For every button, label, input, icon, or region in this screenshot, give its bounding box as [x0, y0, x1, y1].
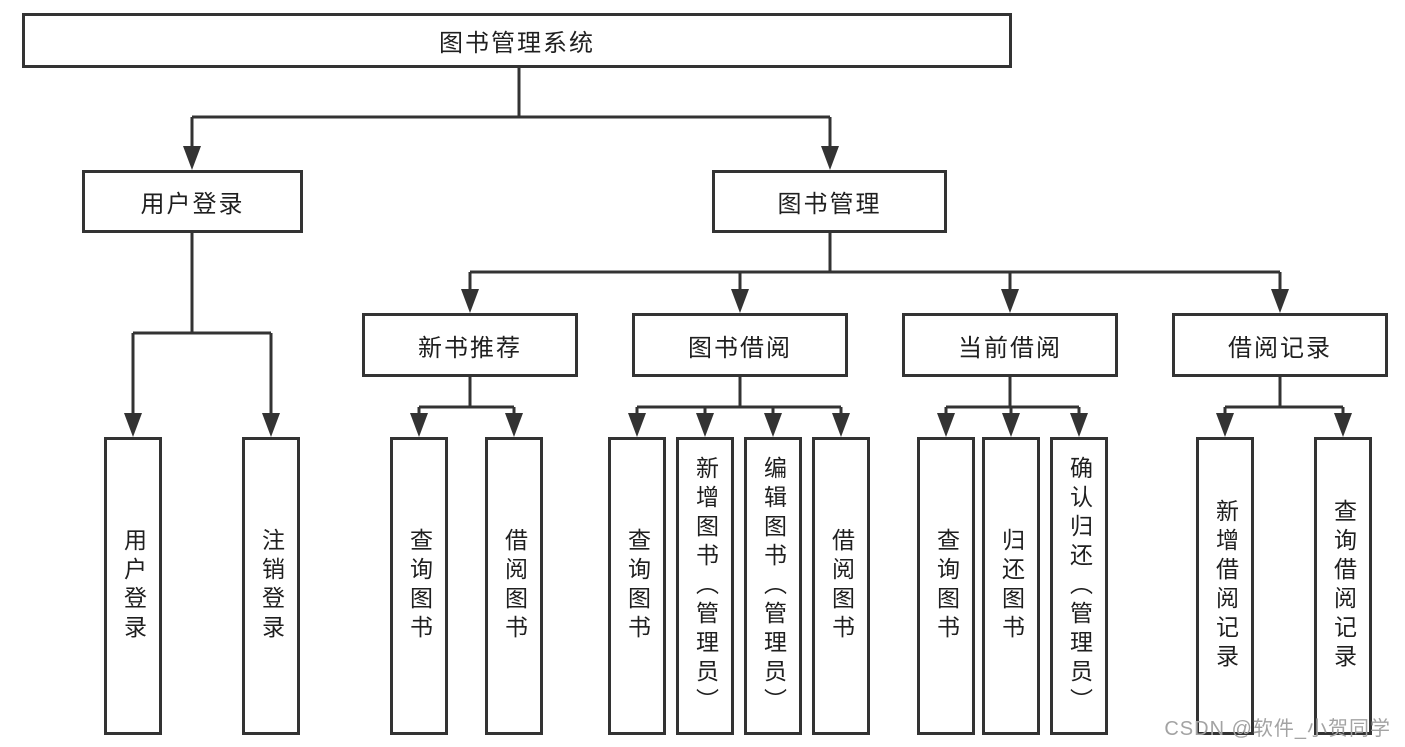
node-borrow-records: 借阅记录	[1172, 313, 1388, 377]
leaf-query-books-borrow: 查询图书	[608, 437, 666, 735]
node-user-login: 用户登录	[82, 170, 303, 233]
arrowhead	[183, 146, 201, 170]
node-book-management: 图书管理	[712, 170, 947, 233]
arrowhead	[821, 146, 839, 170]
arrowhead	[1271, 289, 1289, 313]
leaf-logout: 注销登录	[242, 437, 300, 735]
leaf-query-borrow-record: 查询借阅记录	[1314, 437, 1372, 735]
leaf-add-books-admin: 新增图书（管理员）	[676, 437, 734, 735]
arrowhead	[628, 413, 646, 437]
leaf-user-login: 用户登录	[104, 437, 162, 735]
node-current-borrow: 当前借阅	[902, 313, 1118, 377]
arrowhead	[937, 413, 955, 437]
csdn-watermark: CSDN @软件_小贺同学	[1164, 718, 1391, 740]
arrowhead	[505, 413, 523, 437]
arrowhead	[764, 413, 782, 437]
arrowhead	[1001, 289, 1019, 313]
node-new-book-recommend: 新书推荐	[362, 313, 578, 377]
leaf-query-books-current: 查询图书	[917, 437, 975, 735]
node-book-borrow: 图书借阅	[632, 313, 848, 377]
arrowhead	[1002, 413, 1020, 437]
arrowhead	[124, 413, 142, 437]
arrowhead	[262, 413, 280, 437]
node-system-root: 图书管理系统	[22, 13, 1012, 68]
arrowhead	[731, 289, 749, 313]
leaf-confirm-return-admin: 确认归还（管理员）	[1050, 437, 1108, 735]
arrowhead	[696, 413, 714, 437]
arrowhead	[1070, 413, 1088, 437]
leaf-add-borrow-record: 新增借阅记录	[1196, 437, 1254, 735]
arrowhead	[1334, 413, 1352, 437]
arrowhead	[461, 289, 479, 313]
leaf-return-books: 归还图书	[982, 437, 1040, 735]
leaf-borrow-books: 借阅图书	[812, 437, 870, 735]
leaf-edit-books-admin: 编辑图书（管理员）	[744, 437, 802, 735]
arrowhead	[832, 413, 850, 437]
arrowhead	[1216, 413, 1234, 437]
leaf-borrow-books-recommend: 借阅图书	[485, 437, 543, 735]
leaf-query-books-recommend: 查询图书	[390, 437, 448, 735]
arrowhead	[410, 413, 428, 437]
